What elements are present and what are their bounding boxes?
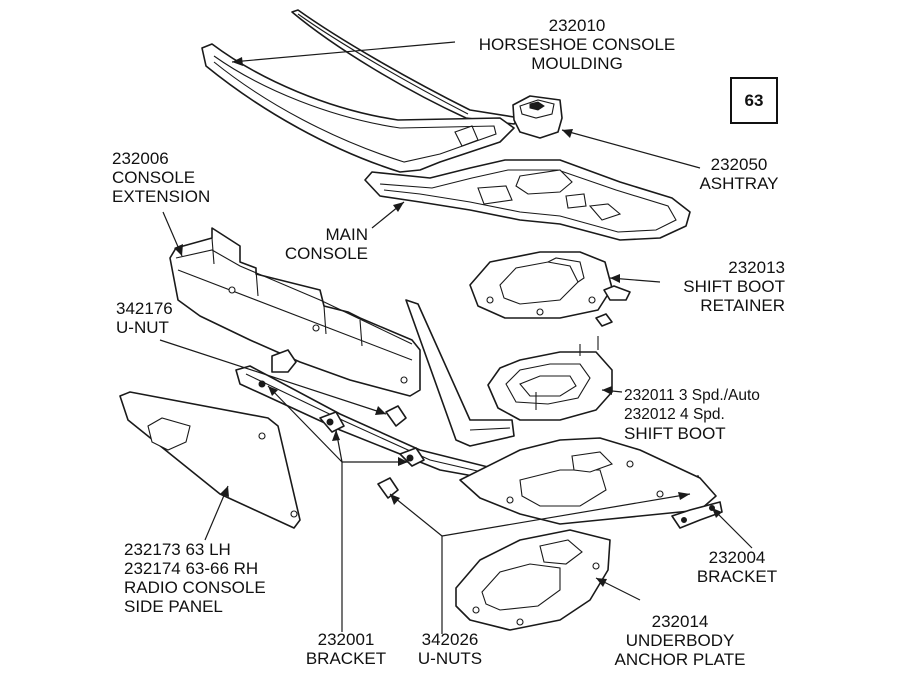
part-number-lh: 232173 63 LH	[124, 540, 231, 559]
part-name-line1: MAIN	[325, 225, 369, 244]
part-name-line2: ANCHOR PLATE	[614, 650, 746, 669]
part-name-line1: UNDERBODY	[625, 631, 735, 650]
part-name: ASHTRAY	[699, 174, 779, 193]
label-ashtray: 232050 ASHTRAY	[684, 155, 794, 193]
part-number: 342176	[116, 299, 173, 318]
part-name-line2: RETAINER	[700, 296, 785, 315]
part-number-line2: 232012 4 Spd.	[624, 406, 725, 423]
console-frame-part	[201, 43, 515, 173]
part-name-line1: HORSESHOE CONSOLE	[478, 35, 676, 54]
part-number-rh: 232174 63-66 RH	[124, 559, 259, 578]
label-shift-boot-retainer: 232013 SHIFT BOOT RETAINER	[650, 258, 785, 315]
ashtray-part	[512, 95, 563, 139]
part-number: 342026	[421, 630, 479, 649]
part-name: BRACKET	[696, 567, 778, 586]
label-console-extension: 232006 CONSOLE EXTENSION	[112, 149, 210, 206]
part-name-line2: CONSOLE	[284, 244, 368, 263]
radio-side-panel-part	[119, 391, 301, 529]
part-number: 232004	[708, 548, 766, 567]
part-name-line2: EXTENSION	[112, 187, 211, 206]
label-u-nuts: 342026 U-NUTS	[404, 630, 496, 668]
main-console-part	[364, 159, 691, 241]
label-bracket-right: 232004 BRACKET	[684, 548, 790, 586]
anchor-plate-part	[455, 529, 611, 631]
part-name-line1: SHIFT BOOT	[683, 277, 785, 296]
part-number-line1: 232011 3 Spd./Auto	[624, 387, 760, 404]
shift-boot-retainer-part	[469, 251, 631, 327]
label-anchor-plate: 232014 UNDERBODY ANCHOR PLATE	[600, 612, 760, 669]
console-extension-part	[169, 227, 421, 397]
part-number: 232014	[651, 612, 709, 631]
label-horseshoe-moulding: 232010 HORSESHOE CONSOLE MOULDING	[462, 16, 692, 73]
label-main-console: MAIN CONSOLE	[250, 225, 368, 263]
side-rail-part	[405, 299, 515, 447]
part-name: U-NUT	[116, 318, 169, 337]
page-number-box: 63	[730, 77, 778, 124]
label-u-nut: 342176 U-NUT	[116, 299, 173, 337]
part-number: 232006	[112, 149, 169, 168]
part-number: 232013	[728, 258, 785, 277]
part-name-line1: CONSOLE	[112, 168, 196, 187]
part-name-line2: MOULDING	[531, 54, 623, 73]
shift-boot-part	[487, 336, 613, 421]
label-radio-side-panel: 232173 63 LH 232174 63-66 RH RADIO CONSO…	[124, 540, 266, 616]
part-name: SHIFT BOOT	[624, 424, 726, 443]
label-shift-boot: 232011 3 Spd./Auto 232012 4 Spd. SHIFT B…	[624, 386, 760, 443]
label-bracket-bottom: 232001 BRACKET	[296, 630, 396, 668]
part-name: BRACKET	[305, 649, 387, 668]
part-name-line2: SIDE PANEL	[124, 597, 223, 616]
leader-lines	[159, 41, 753, 634]
part-number: 232010	[548, 16, 606, 35]
part-name: U-NUTS	[417, 649, 483, 668]
floor-section-part	[459, 437, 717, 525]
part-name-line1: RADIO CONSOLE	[124, 578, 266, 597]
part-number: 232001	[317, 630, 375, 649]
part-number: 232050	[710, 155, 768, 174]
